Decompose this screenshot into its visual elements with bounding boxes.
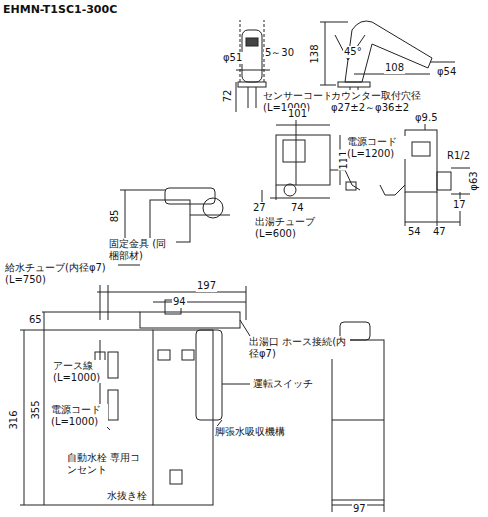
controller [262, 115, 360, 214]
dimension-label: 197 [196, 280, 217, 292]
dimension-label: 108 [384, 62, 405, 74]
dimension-label: 65 [28, 314, 43, 326]
dimension-label: 138 [309, 43, 321, 64]
dimension-label: 97 [352, 503, 367, 515]
dimension-label: 72 [222, 89, 234, 104]
dimension-label: φ51 [222, 52, 243, 64]
dimension-label: 脚張水吸収機構 [214, 426, 286, 438]
dimension-label: 固定金具 (同梱部材) [108, 238, 176, 261]
dimension-label: 17 [452, 199, 467, 211]
dimension-label: 355 [30, 399, 42, 420]
dimension-label: 47 [432, 226, 447, 238]
dimension-label: 水抜き栓 [106, 490, 148, 502]
dimension-label: φ63 [468, 170, 480, 191]
dimension-label: 電源コード (L=1200) [346, 136, 406, 159]
dimension-label: R1/2 [446, 150, 471, 162]
heater-front [20, 265, 250, 505]
dimension-label: 運転スイッチ [252, 378, 314, 390]
dimension-label: 給水チューブ(内径φ7) (L=750) [4, 262, 118, 285]
dimension-label: 出湯口 ホース接続(内径φ7) [248, 336, 350, 359]
dimension-label: 94 [172, 296, 187, 308]
dimension-label: カウンター取付穴径 φ27±2～φ36±2 [330, 90, 428, 113]
dimension-label: 出湯チューブ (L=600) [254, 216, 322, 239]
dimension-label: 54 [407, 226, 422, 238]
dimension-label: 27 [252, 202, 267, 214]
dimension-label: 74 [290, 202, 305, 214]
dimension-label: 85 [109, 209, 121, 224]
dimension-label: 自動水栓 専用コンセント [66, 452, 150, 475]
dimension-label: 316 [8, 409, 20, 430]
dimension-label: 45° [343, 46, 363, 58]
fitting-detail [120, 188, 230, 242]
dimension-label: φ9.5 [414, 112, 439, 124]
dimension-label: アース線 (L=1000) [52, 360, 106, 383]
dimension-label: φ54 [436, 66, 457, 78]
dimension-label: 101 [287, 108, 308, 120]
model-title: EHMN-T1SC1-300C [3, 3, 117, 16]
dimension-label: 5～30 [264, 47, 295, 59]
dimension-label: 電源コード (L=1000) [50, 404, 108, 427]
